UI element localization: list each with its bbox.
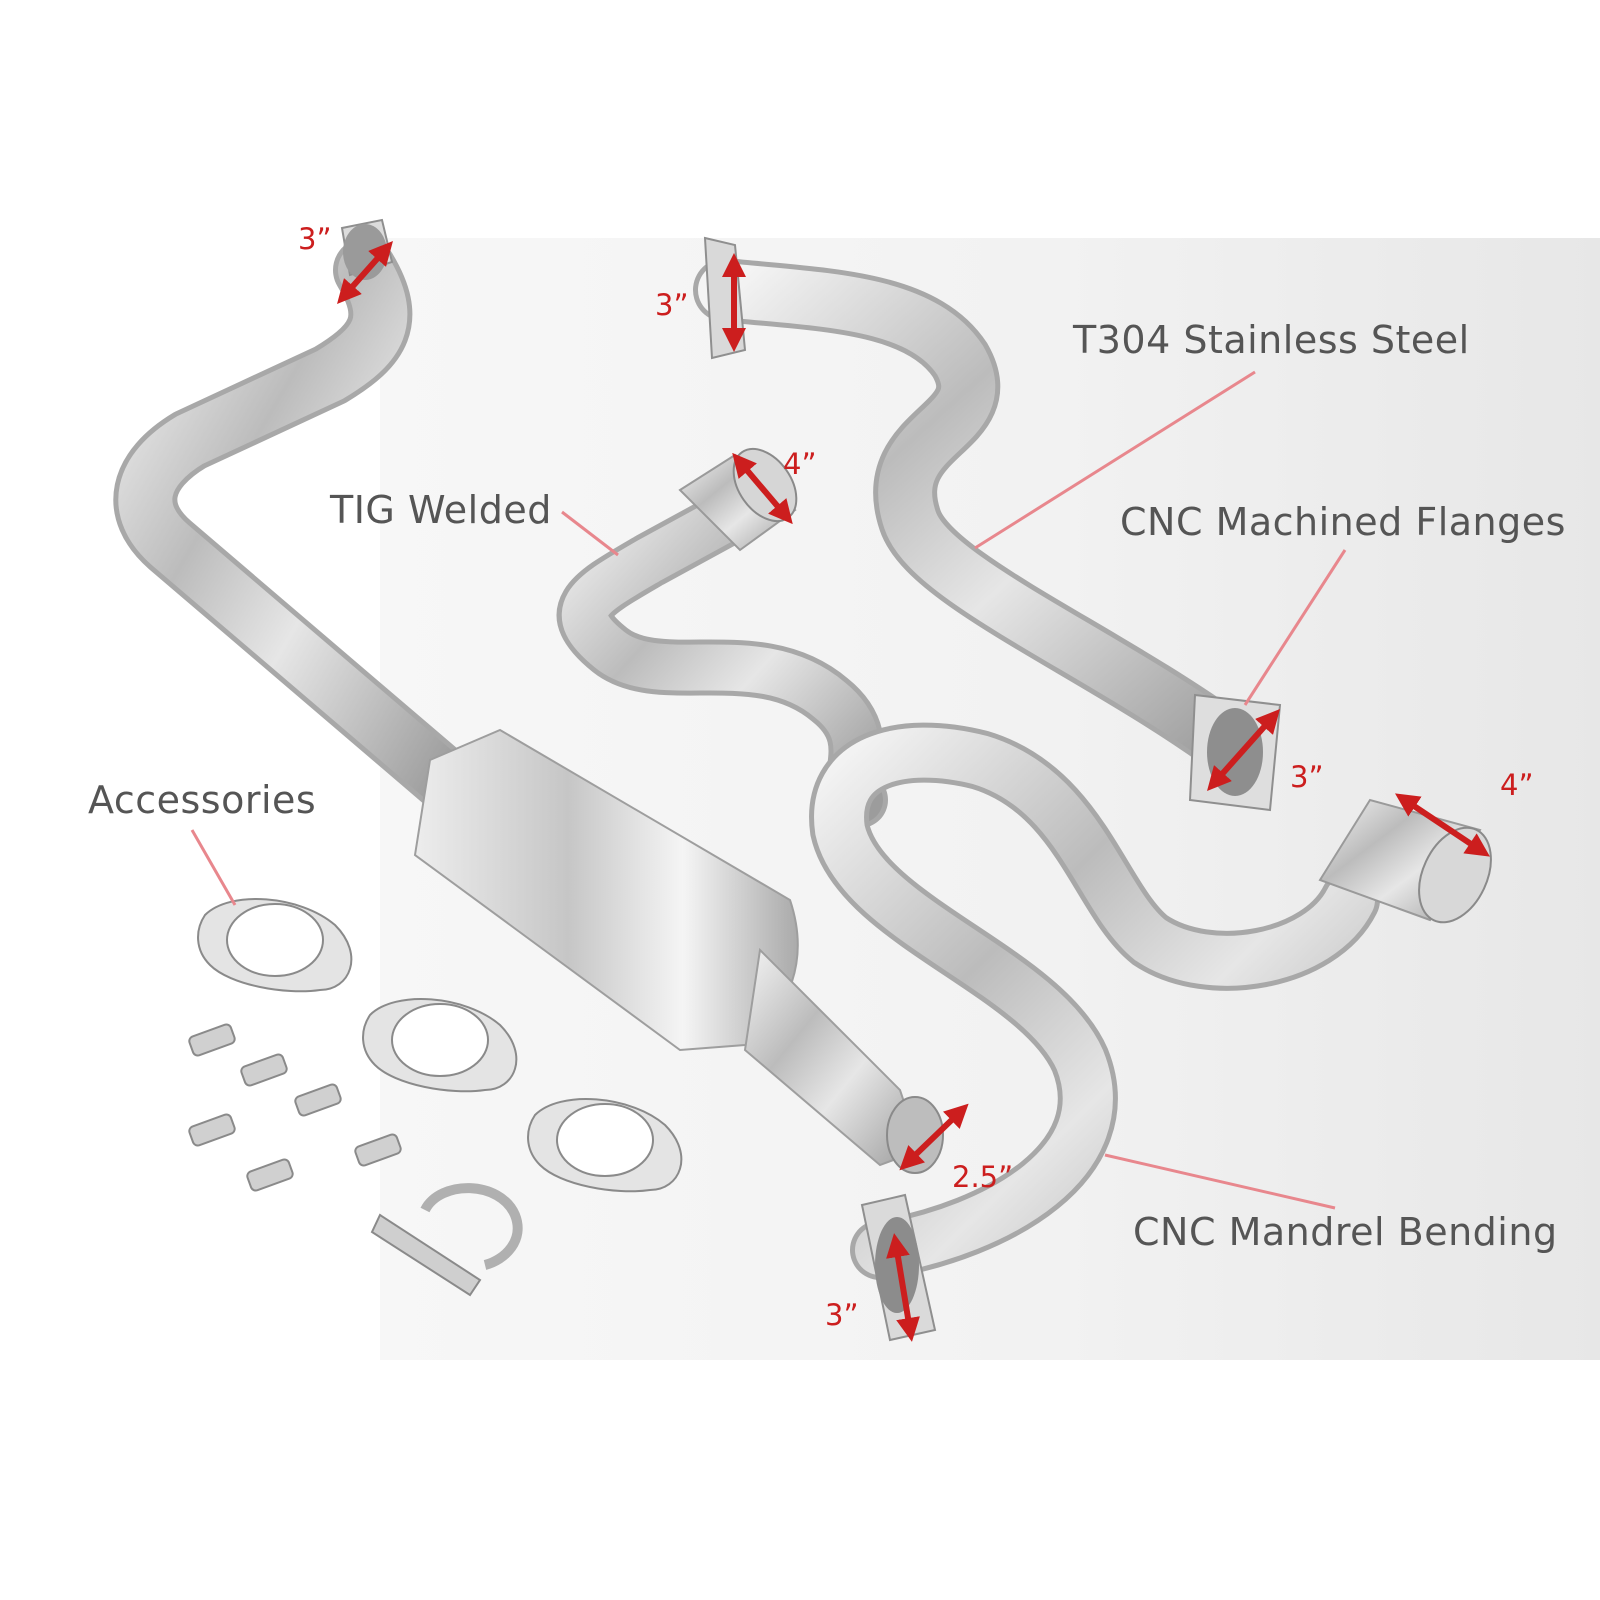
- flanges-leader: [1243, 549, 1347, 706]
- gasket: [197, 898, 683, 1193]
- left-inlet-dimension: 3”: [298, 222, 332, 256]
- welding-leader: [561, 510, 619, 557]
- dimension-arrow: [1207, 709, 1280, 791]
- callout-leaders: [190, 370, 1347, 1210]
- material-leader: [974, 370, 1256, 550]
- accessories-callout: Accessories: [88, 778, 317, 822]
- center-pipe: [556, 447, 888, 828]
- dimension-arrow: [732, 452, 793, 525]
- dimension-arrow: [1395, 793, 1490, 857]
- lower-inlet-dimension: 3”: [825, 1298, 859, 1332]
- dimension-arrow: [899, 1103, 969, 1171]
- accessories-leader: [190, 829, 237, 906]
- dimension-arrows: [337, 241, 1490, 1342]
- u-clamp: [370, 1183, 523, 1297]
- bending-leader: [1104, 1153, 1336, 1210]
- upper-inlet-flange: [703, 236, 747, 360]
- upper-inlet-dimension: 3”: [655, 288, 689, 322]
- bending-callout: CNC Mandrel Bending: [1133, 1210, 1558, 1254]
- welding-callout: TIG Welded: [330, 488, 552, 532]
- flanges-callout: CNC Machined Flanges: [1120, 500, 1566, 544]
- accessories-kit: [188, 898, 683, 1297]
- right-tip-dimension: 4”: [1500, 768, 1534, 802]
- dimension-arrow: [337, 241, 393, 304]
- flange-outlet-dimension: 3”: [1290, 760, 1324, 794]
- material-callout: T304 Stainless Steel: [1073, 318, 1470, 362]
- bolt: [188, 1023, 402, 1192]
- upper-tip-dimension: 4”: [783, 447, 817, 481]
- muffler-outlet-dimension: 2.5”: [952, 1160, 1014, 1194]
- dimension-arrow: [886, 1233, 920, 1342]
